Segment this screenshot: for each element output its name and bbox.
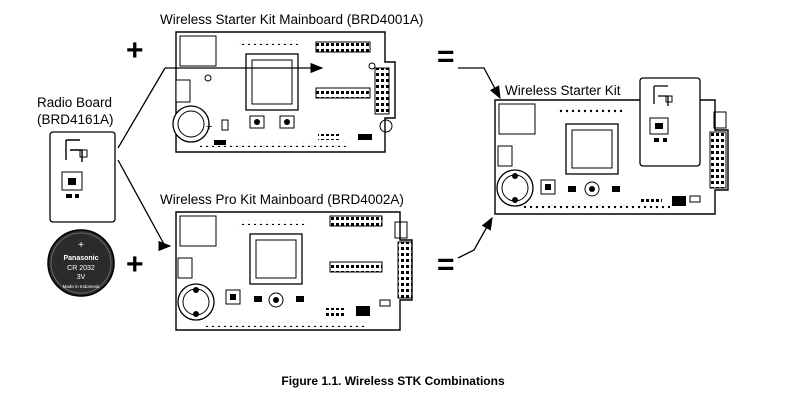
starter-mainboard-label: Wireless Starter Kit Mainboard (BRD4001A… bbox=[160, 12, 424, 27]
result-label: Wireless Starter Kit bbox=[505, 83, 621, 98]
wireless-starter-kit-assembly bbox=[494, 77, 729, 215]
flow-arrows bbox=[158, 62, 501, 259]
radio-board-connector-lines bbox=[117, 67, 166, 247]
coin-cell-battery: + Panasonic CR 2032 3V Made in Indonesia bbox=[47, 229, 115, 297]
battery-text-model: CR 2032 bbox=[67, 265, 95, 272]
figure-caption: Figure 1.1. Wireless STK Combinations bbox=[281, 374, 505, 388]
arrow-pro-to-result bbox=[457, 216, 493, 259]
battery-text-origin: Made in Indonesia bbox=[63, 284, 100, 289]
radio-board-part-label: (BRD4161A) bbox=[37, 112, 114, 127]
radio-board-label: Radio Board bbox=[37, 95, 113, 110]
arrow-starter-to-result bbox=[458, 67, 501, 100]
equals-sign-bottom: = bbox=[437, 248, 455, 281]
pro-kit-mainboard bbox=[175, 211, 413, 331]
plus-sign-top: + bbox=[126, 34, 144, 67]
battery-text-voltage: 3V bbox=[77, 274, 86, 281]
pro-mainboard-label: Wireless Pro Kit Mainboard (BRD4002A) bbox=[160, 192, 404, 207]
starter-kit-mainboard: + bbox=[172, 31, 396, 153]
battery-text-brand: Panasonic bbox=[63, 255, 98, 262]
svg-text:+: + bbox=[206, 121, 212, 133]
battery-text-plus: + bbox=[78, 240, 84, 251]
equals-sign-top: = bbox=[437, 40, 455, 73]
plus-sign-bottom: + bbox=[126, 248, 144, 281]
radio-board bbox=[49, 131, 116, 223]
